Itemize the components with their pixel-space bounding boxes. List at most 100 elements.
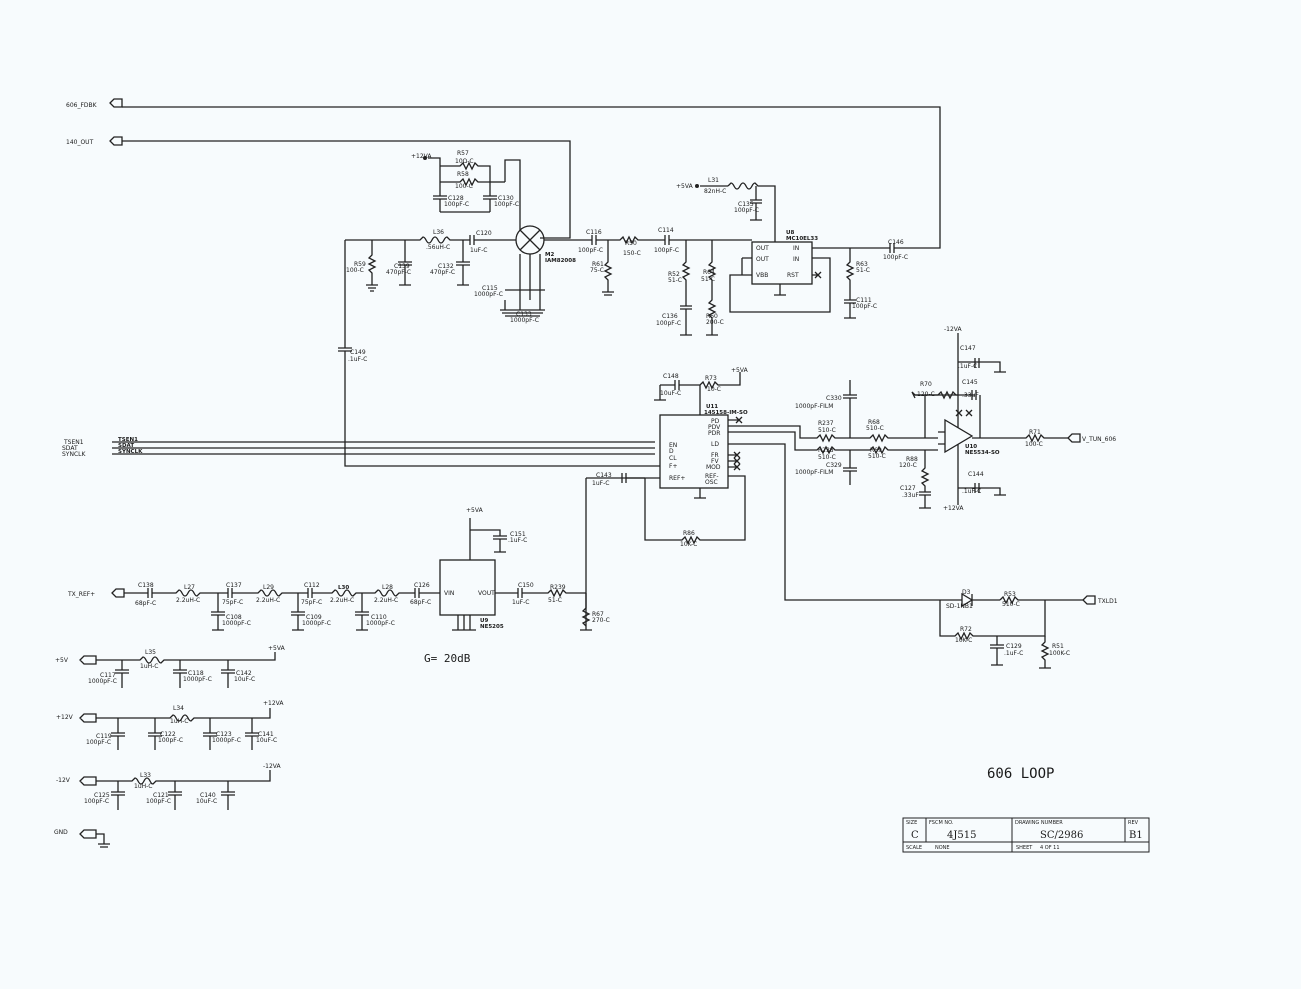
port-synclk[interactable]: SYNCLK <box>62 451 86 458</box>
port-tx-ref[interactable]: TX_REF+ <box>67 591 95 598</box>
value-c123: 1000pF-C <box>212 737 241 744</box>
port-sdat[interactable]: SDAT <box>62 445 78 452</box>
value-r86: 10K-C <box>680 541 697 548</box>
label-c330: C330 <box>826 395 842 402</box>
value-c132: 470pF-C <box>430 269 455 276</box>
value-r238: 510-C <box>818 454 836 461</box>
pin-u11-fr: FR <box>711 452 719 459</box>
label-c120: C120 <box>476 230 492 237</box>
value-l27: 2.2uH-C <box>176 597 200 604</box>
tx-ref-filter <box>111 518 591 631</box>
port-12v[interactable]: +12V <box>56 714 74 721</box>
value-c121: 100pF-C <box>146 798 171 805</box>
pin-u11-pdr: PDR <box>708 430 720 437</box>
value-m2: IAM82008 <box>545 258 576 264</box>
label-c116: C116 <box>586 229 602 236</box>
net-sdat: SDAT <box>118 443 134 449</box>
label-r60: R60 <box>706 313 718 320</box>
tb-cage-value: 4J515 <box>947 830 976 841</box>
rail-n12va: -12VA <box>944 326 963 333</box>
label-c147: C147 <box>960 345 976 352</box>
pin-u8-rst: RST <box>787 272 799 279</box>
label-c150: C150 <box>518 582 534 589</box>
label-c109: C109 <box>306 614 322 621</box>
label-c130: C130 <box>498 195 514 202</box>
label-c129: C129 <box>1006 643 1022 650</box>
port-tsen1[interactable]: TSEN1 <box>63 439 84 446</box>
label-c112: C112 <box>304 582 320 589</box>
label-c138: C138 <box>138 582 154 589</box>
u10-opamp <box>911 333 1081 509</box>
value-r71: 100-C <box>1025 441 1043 448</box>
label-c145: C145 <box>962 379 978 386</box>
if-chain <box>580 182 905 336</box>
tb-scale-label: SCALE <box>906 845 922 851</box>
top-port-lines <box>109 98 941 249</box>
lock-detect <box>939 592 1096 669</box>
value-c109: 1000pF-C <box>302 620 331 627</box>
label-r57: R57 <box>457 150 469 157</box>
value-c129: .1uF-C <box>1004 650 1023 657</box>
port-gnd[interactable]: GND <box>54 829 68 836</box>
label-r68: R68 <box>868 419 880 426</box>
label-c136: C136 <box>662 313 678 320</box>
label-r52: R52 <box>668 271 680 278</box>
port-txld1[interactable]: TXLD1 <box>1097 598 1118 605</box>
label-u9: U9 <box>480 618 488 624</box>
tb-sheet-label: SHEET <box>1016 845 1033 851</box>
label-c126: C126 <box>414 582 430 589</box>
label-c133: C133 <box>516 311 532 318</box>
value-c148: 10uF-C <box>660 390 681 397</box>
label-c108: C108 <box>226 614 242 621</box>
port-140-out[interactable]: 140_OUT <box>66 139 94 146</box>
serial-bus <box>112 240 660 479</box>
label-c144: C144 <box>968 471 984 478</box>
value-c329: 1000pF-FILM <box>795 469 833 476</box>
value-r50: 150-C <box>623 250 641 257</box>
label-r63: R63 <box>856 261 868 268</box>
value-r60: 200-C <box>706 319 724 326</box>
value-c143: 1uF-C <box>592 480 609 487</box>
value-c125: 100pF-C <box>84 798 109 805</box>
rail-12va: +12VA <box>411 153 432 160</box>
pin-u11-ref: REF+ <box>669 475 685 482</box>
value-c115: 1000pF-C <box>474 291 503 298</box>
pin-u11-cl: CL <box>669 455 677 462</box>
value-u10: NE5534-SO <box>965 450 1000 456</box>
value-c151: .1uF-C <box>508 537 527 544</box>
value-c122: 100pF-C <box>158 737 183 744</box>
label-r70: R70 <box>920 381 932 388</box>
pin-u8-outb: OUT <box>756 256 769 263</box>
label-r238: R238 <box>818 447 834 454</box>
value-r58: 100-C <box>455 183 473 190</box>
port-606-fdbk[interactable]: 606_FDBK <box>66 102 98 109</box>
port-n12v[interactable]: -12V <box>56 777 71 784</box>
label-c111: C111 <box>856 297 872 304</box>
port-v-tun-606[interactable]: V_TUN_606 <box>1082 436 1116 443</box>
value-c133: 1000pF-C <box>510 317 539 324</box>
label-c118: C118 <box>188 670 204 677</box>
value-c118: 1000pF-C <box>183 676 212 683</box>
pin-u11-mod: MOD <box>706 464 721 471</box>
pin-u9-vout: VOUT <box>478 590 495 597</box>
value-c150: 1uF-C <box>512 599 529 606</box>
label-c329: C329 <box>826 462 842 469</box>
port-5v[interactable]: +5V <box>55 657 69 664</box>
value-r239: 51-C <box>548 597 562 604</box>
label-r88: R88 <box>906 456 918 463</box>
value-l35: 1uH-C <box>140 663 159 670</box>
value-r237: 510-C <box>818 427 836 434</box>
label-l27: L27 <box>184 584 195 591</box>
tb-rev-value: B1 <box>1129 830 1143 841</box>
label-c128: C128 <box>448 195 464 202</box>
label-r73: R73 <box>705 375 717 382</box>
pin-u11-fv: FV <box>711 458 719 465</box>
label-r59: R59 <box>354 261 366 268</box>
tb-dwg-value: SC/2986 <box>1040 830 1083 841</box>
label-c137: C137 <box>226 582 242 589</box>
label-r67: R67 <box>592 611 604 618</box>
label-r53: R53 <box>1004 591 1016 598</box>
value-c120: 1uF-C <box>470 247 487 254</box>
value-r68: 510-C <box>866 425 884 432</box>
